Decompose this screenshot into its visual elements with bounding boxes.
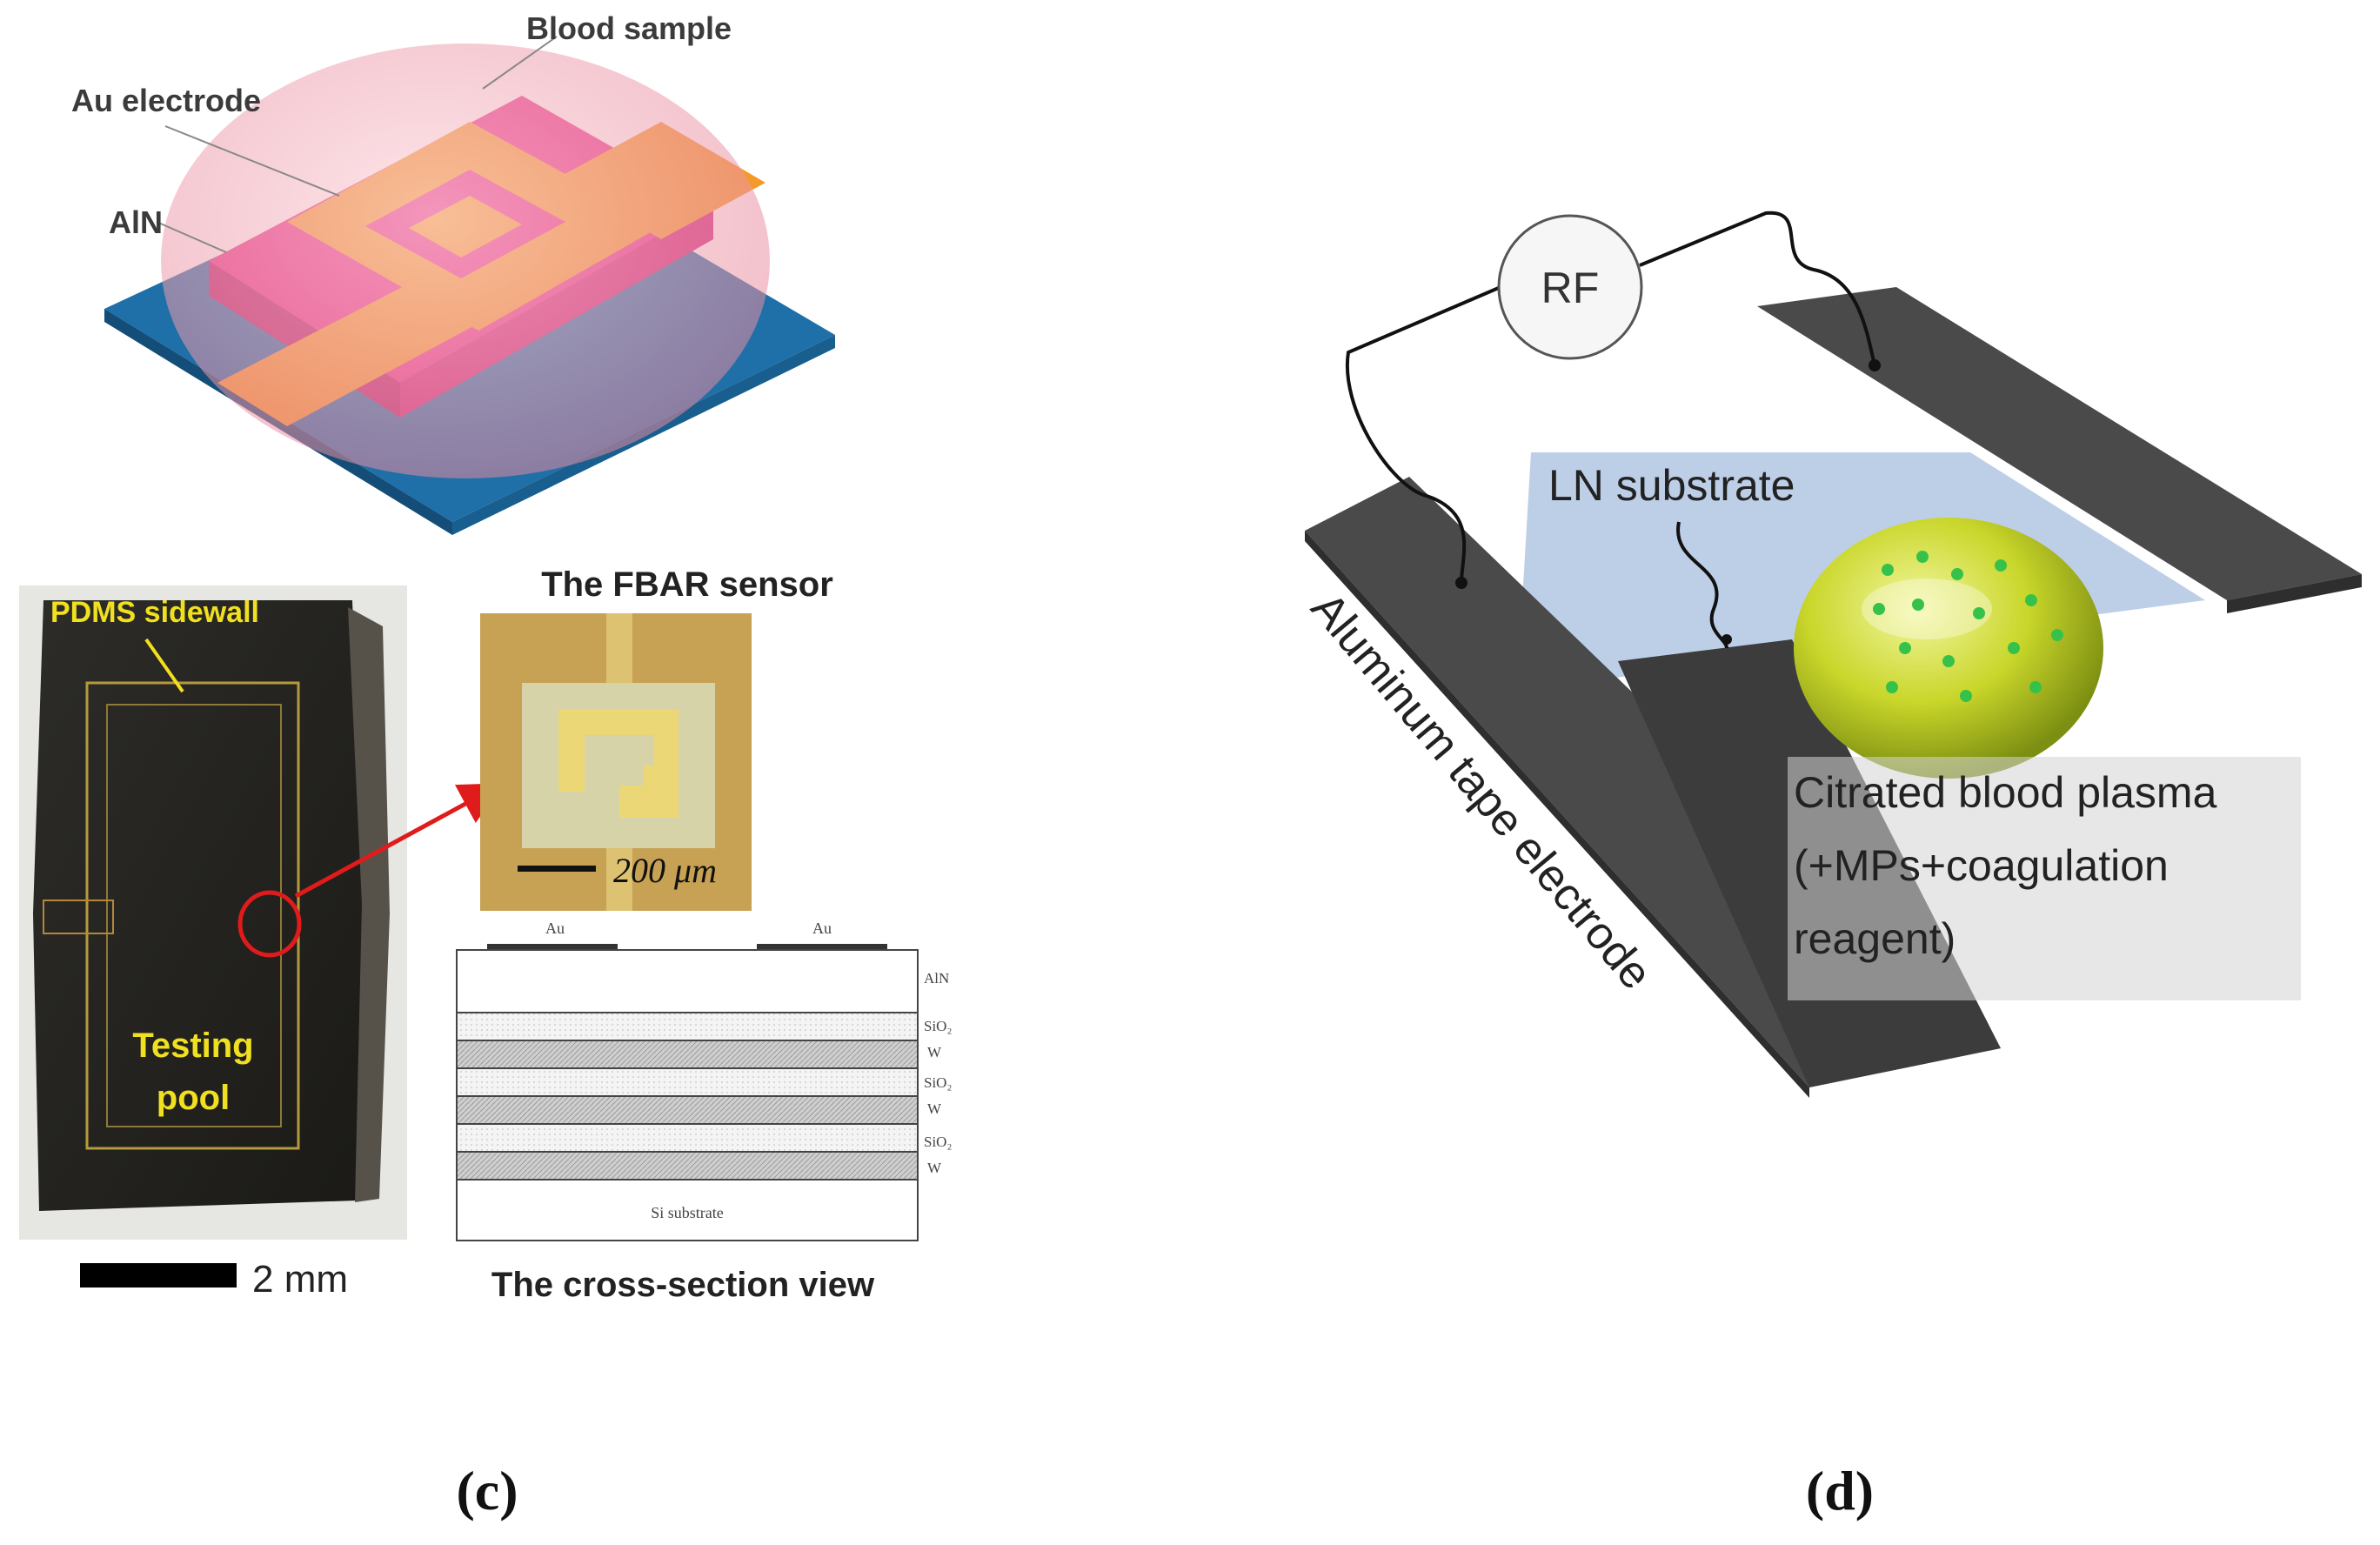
layer-w-2: W <box>927 1100 942 1117</box>
fbar-title: The FBAR sensor <box>541 565 833 604</box>
fbar-micrograph: The FBAR sensor 200 μm <box>480 565 833 911</box>
pool-label: pool <box>157 1079 230 1117</box>
sensor-highlight-circle <box>237 890 302 958</box>
layer-sio2-1: SiO₂ <box>924 1018 952 1034</box>
cross-section-diagram: Au Au AlN SiO₂ W SiO₂ W SiO₂ W Si substr… <box>456 920 952 1304</box>
microparticles <box>1873 551 2063 702</box>
au-label-left: Au <box>545 920 565 937</box>
caption-c: (c) <box>456 1460 518 1522</box>
blood-sample-droplet <box>161 43 770 478</box>
saw-device-diagram: RF LN substrate Citrated blood plasma (+… <box>1301 211 2362 1098</box>
testing-label: Testing <box>132 1027 253 1065</box>
au-electrode-label: Au electrode <box>71 83 261 118</box>
device-photo: PDMS sidewall Testing pool 2 mm <box>19 585 504 1301</box>
si-substrate-label: Si substrate <box>651 1204 724 1221</box>
rf-label: RF <box>1541 264 1600 312</box>
plasma-droplet <box>1794 518 2103 779</box>
pdms-sidewall-inner <box>106 704 282 1127</box>
zoom-arrow <box>294 783 504 899</box>
caption-d: (d) <box>1806 1460 1874 1522</box>
au-label-right: Au <box>812 920 832 937</box>
scale-bar-2mm <box>80 1263 237 1288</box>
rf-wire-left <box>1345 285 1501 584</box>
blood-sample-label: Blood sample <box>526 10 732 46</box>
fbar-3d-device: Blood sample Au electrode AlN <box>71 10 835 535</box>
rf-wire-right <box>1639 211 1876 366</box>
scale-200um-label: 200 μm <box>613 851 717 890</box>
plasma-label-line-3: reagent) <box>1794 914 1955 963</box>
rf-source <box>1497 214 1643 360</box>
layer-w-3: W <box>927 1160 942 1176</box>
plasma-label-line-1: Citrated blood plasma <box>1794 768 2217 817</box>
aln-label: AlN <box>109 204 163 240</box>
aluminum-tape-electrode-top <box>1757 287 2362 600</box>
ln-substrate-label: LN substrate <box>1548 461 1795 510</box>
layer-aln: AlN <box>924 970 949 987</box>
scale-bar-200um <box>518 866 596 872</box>
pdms-sidewall-label: PDMS sidewall <box>50 596 259 629</box>
plasma-label-line-2: (+MPs+coagulation <box>1794 841 2169 890</box>
layer-sio2-2: SiO₂ <box>924 1074 952 1091</box>
layer-sio2-3: SiO₂ <box>924 1134 952 1150</box>
scale-2mm-label: 2 mm <box>252 1258 348 1301</box>
cross-section-title: The cross-section view <box>491 1266 875 1304</box>
layer-w-1: W <box>927 1044 942 1060</box>
